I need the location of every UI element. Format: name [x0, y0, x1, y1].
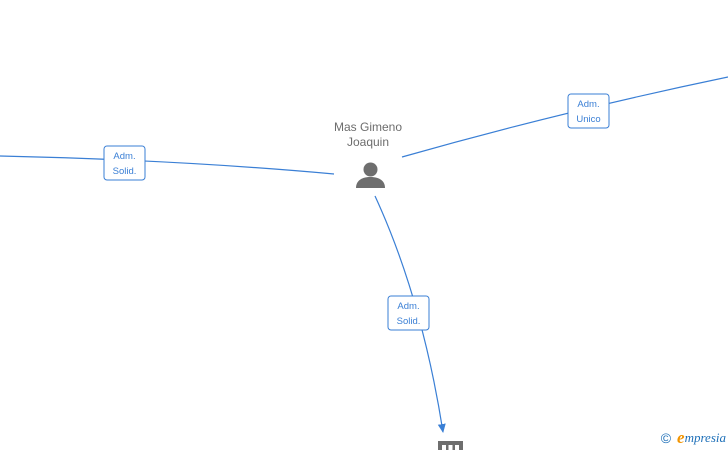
empresia-watermark: © e mpresia	[660, 428, 726, 447]
edge-label-down[interactable]: Adm. Solid.	[387, 295, 430, 331]
person-node[interactable]: Mas Gimeno Joaquin	[334, 120, 402, 188]
edge-line-left	[0, 155, 335, 175]
edge-label-right[interactable]: Adm. Unico	[567, 93, 610, 129]
brand-logo-initial: e	[677, 428, 685, 447]
edge-line-right	[401, 76, 728, 158]
edge-label-down-line-2: Solid.	[397, 316, 421, 327]
edge-label-down-line-1: Adm.	[397, 301, 419, 312]
edge-label-left-line-2: Solid.	[113, 166, 137, 177]
brand-logo-text: mpresia	[684, 430, 726, 445]
edge-label-left-line-1: Adm.	[113, 151, 135, 162]
company-node[interactable]	[438, 441, 463, 450]
edge-label-right-line-2: Unico	[576, 114, 600, 125]
building-icon	[438, 441, 463, 450]
copyright-symbol: ©	[660, 430, 672, 446]
edge-label-left[interactable]: Adm. Solid.	[103, 145, 146, 181]
person-node-name-line-2: Joaquin	[347, 135, 389, 149]
person-node-name-line-1: Mas Gimeno	[334, 120, 402, 134]
edge-label-right-line-1: Adm.	[577, 99, 599, 110]
person-icon	[356, 162, 385, 188]
